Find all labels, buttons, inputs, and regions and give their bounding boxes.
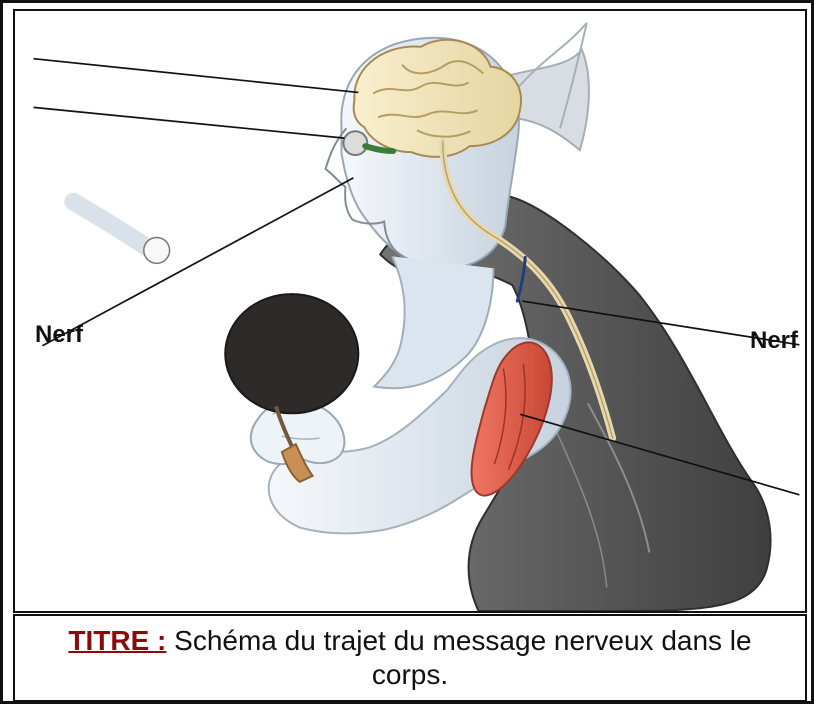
caption-title: TITRE : <box>68 625 166 656</box>
anatomy-drawing <box>15 11 805 611</box>
right-nerf-label: Nerf <box>750 327 798 355</box>
left-nerf-label: Nerf <box>35 321 83 349</box>
brain <box>354 40 521 157</box>
brain-label-line <box>34 59 359 93</box>
eye-label-line <box>34 107 345 138</box>
caption-body: Schéma du trajet du message nerveux dans… <box>174 625 751 690</box>
ping-pong-paddle-icon <box>225 294 358 413</box>
eye <box>343 131 367 155</box>
ping-pong-ball-icon <box>144 237 170 263</box>
caption-text: TITRE : Schéma du trajet du message nerv… <box>33 624 787 692</box>
nervous-message-illustration: Nerf Nerf <box>13 9 807 613</box>
caption-box: TITRE : Schéma du trajet du message nerv… <box>13 614 807 702</box>
ball-motion-trail <box>73 202 151 251</box>
